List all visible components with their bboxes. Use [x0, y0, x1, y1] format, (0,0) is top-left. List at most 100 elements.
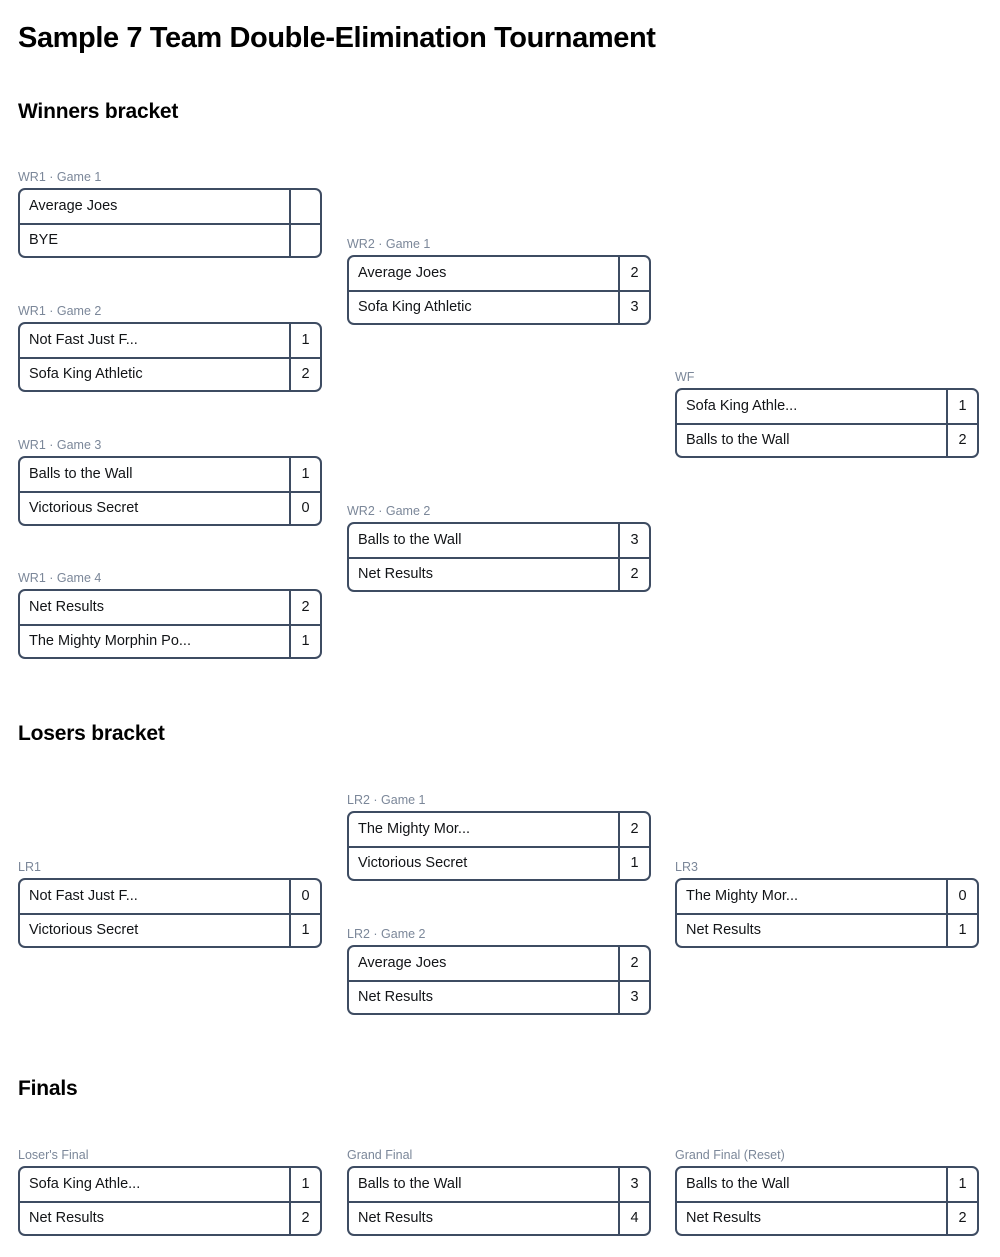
- match-box: Average Joes BYE: [18, 188, 322, 258]
- section-title-winners: Winners bracket: [18, 100, 179, 123]
- match-row[interactable]: Net Results 2: [20, 591, 320, 624]
- match-lr3[interactable]: LR3 The Mighty Mor... 0 Net Results 1: [675, 860, 979, 948]
- team-name: Sofa King Athle...: [686, 398, 798, 415]
- team-name: Sofa King Athletic: [29, 366, 143, 383]
- team-name: Not Fast Just F...: [29, 888, 138, 905]
- match-row[interactable]: Balls to the Wall 1: [20, 458, 320, 491]
- team-name: Average Joes: [29, 198, 118, 215]
- match-wr1-game1[interactable]: WR1 · Game 1 Average Joes BYE: [18, 170, 322, 258]
- match-box: The Mighty Mor... 0 Net Results 1: [675, 878, 979, 948]
- match-label: WF: [675, 370, 695, 384]
- match-row[interactable]: Balls to the Wall 1: [677, 1168, 977, 1201]
- match-wr1-game3[interactable]: WR1 · Game 3 Balls to the Wall 1 Victori…: [18, 438, 322, 526]
- team-name: Victorious Secret: [29, 922, 139, 939]
- team-score: 2: [289, 1203, 320, 1234]
- match-row[interactable]: Not Fast Just F... 1: [20, 324, 320, 357]
- match-lr2-game1[interactable]: LR2 · Game 1 The Mighty Mor... 2 Victori…: [347, 793, 651, 881]
- team-score: 3: [618, 292, 649, 323]
- team-score: [289, 190, 320, 223]
- match-row[interactable]: Victorious Secret 1: [349, 846, 649, 879]
- match-label: WR2 · Game 1: [347, 237, 431, 251]
- match-label: Grand Final: [347, 1148, 413, 1162]
- match-box: Not Fast Just F... 0 Victorious Secret 1: [18, 878, 322, 948]
- match-row[interactable]: The Mighty Mor... 0: [677, 880, 977, 913]
- section-title-losers: Losers bracket: [18, 722, 165, 745]
- match-label: WR1 · Game 3: [18, 438, 102, 452]
- match-label: LR2 · Game 2: [347, 927, 426, 941]
- team-score: 2: [618, 947, 649, 980]
- match-row[interactable]: Balls to the Wall 2: [677, 423, 977, 456]
- match-row[interactable]: The Mighty Morphin Po... 1: [20, 624, 320, 657]
- match-losers-final[interactable]: Loser's Final Sofa King Athle... 1 Net R…: [18, 1148, 322, 1236]
- match-row[interactable]: Average Joes 2: [349, 257, 649, 290]
- team-name: Net Results: [358, 566, 433, 583]
- team-score: 1: [289, 1168, 320, 1201]
- match-label: WR1 · Game 2: [18, 304, 102, 318]
- match-label: WR2 · Game 2: [347, 504, 431, 518]
- team-score: 2: [618, 559, 649, 590]
- match-row[interactable]: Net Results 3: [349, 980, 649, 1013]
- match-wr1-game2[interactable]: WR1 · Game 2 Not Fast Just F... 1 Sofa K…: [18, 304, 322, 392]
- team-name: Victorious Secret: [29, 500, 139, 517]
- match-row[interactable]: Average Joes: [20, 190, 320, 223]
- match-row[interactable]: Balls to the Wall 3: [349, 524, 649, 557]
- team-score: 2: [289, 591, 320, 624]
- match-row[interactable]: Not Fast Just F... 0: [20, 880, 320, 913]
- team-score: 1: [946, 1168, 977, 1201]
- team-name: Balls to the Wall: [686, 432, 790, 449]
- team-score: 2: [946, 425, 977, 456]
- match-row[interactable]: Sofa King Athletic 3: [349, 290, 649, 323]
- match-label: WR1 · Game 1: [18, 170, 102, 184]
- match-row[interactable]: Sofa King Athle... 1: [20, 1168, 320, 1201]
- team-score: 3: [618, 524, 649, 557]
- match-label: LR3: [675, 860, 698, 874]
- team-name: BYE: [29, 232, 59, 249]
- match-row[interactable]: Net Results 2: [349, 557, 649, 590]
- match-wr2-game2[interactable]: WR2 · Game 2 Balls to the Wall 3 Net Res…: [347, 504, 651, 592]
- match-wr2-game1[interactable]: WR2 · Game 1 Average Joes 2 Sofa King At…: [347, 237, 651, 325]
- team-score: 2: [618, 813, 649, 846]
- match-row[interactable]: Balls to the Wall 3: [349, 1168, 649, 1201]
- match-lr1[interactable]: LR1 Not Fast Just F... 0 Victorious Secr…: [18, 860, 322, 948]
- match-row[interactable]: Sofa King Athletic 2: [20, 357, 320, 390]
- team-name: Victorious Secret: [358, 855, 468, 872]
- match-box: Average Joes 2 Net Results 3: [347, 945, 651, 1015]
- match-lr2-game2[interactable]: LR2 · Game 2 Average Joes 2 Net Results …: [347, 927, 651, 1015]
- team-score: 4: [618, 1203, 649, 1234]
- match-row[interactable]: Sofa King Athle... 1: [677, 390, 977, 423]
- team-name: Net Results: [358, 1210, 433, 1227]
- match-row[interactable]: Net Results 2: [20, 1201, 320, 1234]
- match-wr1-game4[interactable]: WR1 · Game 4 Net Results 2 The Mighty Mo…: [18, 571, 322, 659]
- team-score: 2: [618, 257, 649, 290]
- team-name: Not Fast Just F...: [29, 332, 138, 349]
- match-grand-final-reset[interactable]: Grand Final (Reset) Balls to the Wall 1 …: [675, 1148, 979, 1236]
- match-label: Grand Final (Reset): [675, 1148, 785, 1162]
- team-score: 1: [289, 915, 320, 946]
- match-box: Net Results 2 The Mighty Morphin Po... 1: [18, 589, 322, 659]
- match-row[interactable]: Victorious Secret 1: [20, 913, 320, 946]
- match-grand-final[interactable]: Grand Final Balls to the Wall 3 Net Resu…: [347, 1148, 651, 1236]
- team-name: Average Joes: [358, 265, 447, 282]
- team-score: 1: [289, 324, 320, 357]
- match-row[interactable]: BYE: [20, 223, 320, 256]
- match-row[interactable]: Average Joes 2: [349, 947, 649, 980]
- team-score: 0: [289, 880, 320, 913]
- match-label: WR1 · Game 4: [18, 571, 102, 585]
- team-name: Sofa King Athletic: [358, 299, 472, 316]
- team-name: The Mighty Morphin Po...: [29, 633, 191, 650]
- match-row[interactable]: Victorious Secret 0: [20, 491, 320, 524]
- match-label: LR2 · Game 1: [347, 793, 426, 807]
- match-box: Not Fast Just F... 1 Sofa King Athletic …: [18, 322, 322, 392]
- match-row[interactable]: Net Results 4: [349, 1201, 649, 1234]
- match-box: Balls to the Wall 3 Net Results 2: [347, 522, 651, 592]
- match-row[interactable]: Net Results 1: [677, 913, 977, 946]
- match-winners-final[interactable]: WF Sofa King Athle... 1 Balls to the Wal…: [675, 370, 979, 458]
- team-name: Net Results: [29, 599, 104, 616]
- team-score: [289, 225, 320, 256]
- match-box: Balls to the Wall 1 Victorious Secret 0: [18, 456, 322, 526]
- match-row[interactable]: Net Results 2: [677, 1201, 977, 1234]
- team-score: 1: [946, 915, 977, 946]
- team-name: The Mighty Mor...: [358, 821, 471, 838]
- match-row[interactable]: The Mighty Mor... 2: [349, 813, 649, 846]
